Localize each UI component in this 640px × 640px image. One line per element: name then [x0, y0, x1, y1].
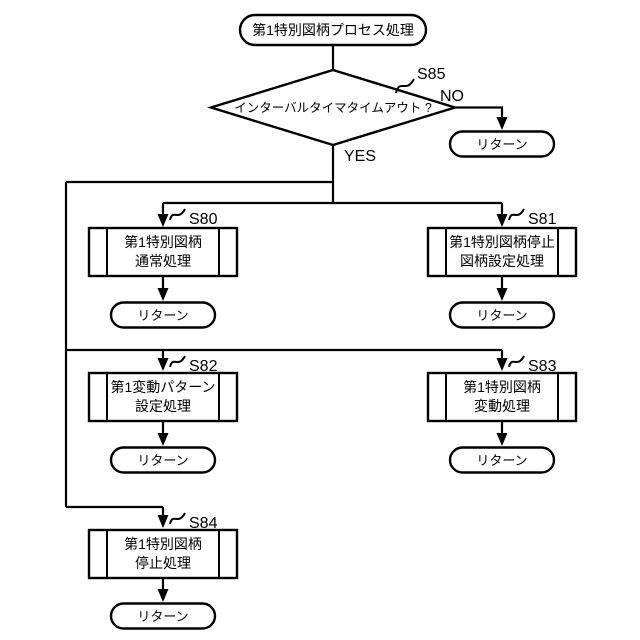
yes-branch-label: YES	[344, 148, 376, 165]
return-terminal-s80-shape	[109, 301, 217, 329]
process-box-s81-line2: 図柄設定処理	[460, 253, 544, 269]
process-box-s84-shape	[87, 528, 239, 580]
process-box-s80-line1: 第1特別図柄	[124, 234, 202, 250]
process-box-s82: 第1変動パターン 設定処理 S82	[87, 355, 239, 423]
arrowhead-no-return	[496, 117, 508, 130]
process-box-s83: 第1特別図柄 変動処理 S83	[426, 355, 578, 423]
step-label-s84: S84	[189, 515, 218, 532]
return-terminal-s80-label: リターン	[137, 308, 188, 323]
process-box-s84-line2: 停止処理	[135, 555, 191, 571]
step-label-s80: S80	[189, 211, 218, 228]
return-terminal-no-label: リターン	[476, 137, 527, 152]
process-box-s82-line1: 第1変動パターン	[110, 379, 215, 395]
start-terminal: 第1特別図柄プロセス処理	[238, 13, 428, 47]
start-terminal-label: 第1特別図柄プロセス処理	[252, 22, 414, 38]
step-leader-s80	[169, 208, 186, 221]
process-box-s82-shape	[87, 371, 239, 423]
process-box-s84-line1: 第1特別図柄	[124, 536, 202, 552]
step-label-s85: S85	[417, 66, 446, 83]
return-terminal-no: リターン	[448, 130, 556, 158]
process-box-s80-shape	[87, 226, 239, 278]
step-label-s83: S83	[528, 358, 557, 375]
return-terminal-s84: リターン	[109, 602, 217, 630]
process-box-s81-shape	[426, 226, 578, 278]
arrowhead-s82	[157, 358, 169, 371]
return-terminal-s81: リターン	[448, 301, 556, 329]
process-box-s82-line2: 設定処理	[135, 398, 191, 414]
arrowhead-s81	[496, 214, 508, 227]
arrowhead-s83	[496, 358, 508, 371]
flow-line-no-branch	[455, 106, 504, 120]
step-leader-s85	[395, 78, 415, 94]
flow-arrowheads	[157, 117, 508, 602]
process-box-s80-line2: 通常処理	[135, 253, 191, 269]
return-terminal-s83: リターン	[448, 446, 556, 474]
return-terminal-s82-label: リターン	[137, 453, 188, 468]
arrowhead-s83-return	[496, 433, 508, 446]
return-terminal-s84-shape	[109, 602, 217, 630]
return-terminal-s82: リターン	[109, 446, 217, 474]
return-terminal-no-shape	[448, 130, 556, 158]
arrowhead-s81-return	[496, 288, 508, 301]
return-terminal-s80: リターン	[109, 301, 217, 329]
start-terminal-shape	[238, 13, 428, 47]
return-terminal-s83-shape	[448, 446, 556, 474]
step-leader-s84	[169, 512, 186, 525]
process-box-s83-shape	[426, 371, 578, 423]
process-box-s83-line1: 第1特別図柄	[463, 379, 541, 395]
step-leader-s81	[508, 208, 525, 221]
step-label-s81: S81	[528, 211, 557, 228]
return-terminal-s82-shape	[109, 446, 217, 474]
process-box-s83-line2: 変動処理	[474, 398, 530, 414]
decision-diamond: インターバルタイマタイムアウト ? S85 NO YES	[206, 66, 464, 165]
step-leader-s82	[169, 355, 186, 368]
process-box-s81: 第1特別図柄停止 図柄設定処理 S81	[426, 208, 578, 278]
return-terminal-s84-label: リターン	[137, 609, 188, 624]
decision-label: インターバルタイマタイムアウト ?	[234, 101, 432, 115]
process-box-s80: 第1特別図柄 通常処理 S80	[87, 208, 239, 278]
step-leader-s83	[508, 355, 525, 368]
decision-diamond-shape	[206, 68, 460, 147]
return-terminal-s83-label: リターン	[476, 453, 527, 468]
process-box-s81-line1: 第1特別図柄停止	[449, 234, 555, 250]
step-label-s82: S82	[189, 358, 218, 375]
return-terminal-s81-shape	[448, 301, 556, 329]
arrowhead-s80-return	[157, 288, 169, 301]
arrowhead-s82-return	[157, 433, 169, 446]
process-box-s84: 第1特別図柄 停止処理 S84	[87, 512, 239, 580]
arrowhead-s80	[157, 214, 169, 227]
arrowhead-s84	[157, 515, 169, 528]
return-terminal-s81-label: リターン	[476, 308, 527, 323]
no-branch-label: NO	[440, 88, 464, 105]
arrowhead-s84-return	[157, 589, 169, 602]
